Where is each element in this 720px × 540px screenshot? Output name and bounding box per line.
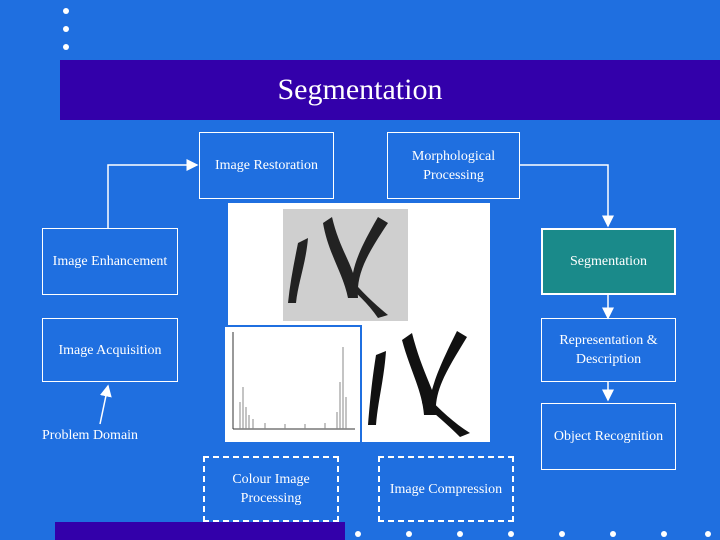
bullet-dot bbox=[63, 8, 69, 14]
original-image bbox=[283, 209, 408, 321]
bullet-dot bbox=[457, 531, 463, 537]
arrow-problem-to-acquisition bbox=[99, 384, 112, 425]
bullet-dot bbox=[355, 531, 361, 537]
histogram-panel bbox=[225, 327, 360, 442]
bullet-dot bbox=[63, 26, 69, 32]
representation-description-box: Representation & Description bbox=[541, 318, 676, 382]
object-recognition-box: Object Recognition bbox=[541, 403, 676, 470]
image-compression-label: Image Compression bbox=[389, 481, 503, 497]
arrow-morphological-to-segmentation bbox=[520, 164, 614, 228]
segmented-image-panel bbox=[362, 325, 490, 442]
colour-image-processing-label: Colour Image Processing bbox=[232, 472, 310, 506]
bullet-dot bbox=[406, 531, 412, 537]
bullet-dot bbox=[661, 531, 667, 537]
colour-image-processing-box: Colour Image Processing bbox=[203, 456, 339, 522]
image-acquisition-label: Image Acquisition bbox=[58, 342, 162, 358]
image-compression-box: Image Compression bbox=[378, 456, 514, 522]
morphological-processing-label: Morphological Processing bbox=[411, 148, 496, 183]
morphological-processing-box: Morphological Processing bbox=[387, 132, 520, 199]
segmentation-image-panel bbox=[228, 203, 490, 325]
title-band bbox=[60, 60, 720, 120]
bullet-dot bbox=[610, 531, 616, 537]
representation-description-label: Representation & Description bbox=[559, 333, 658, 367]
bullet-dot bbox=[508, 531, 514, 537]
image-enhancement-label: Image Enhancement bbox=[52, 254, 168, 269]
page-title: Segmentation bbox=[277, 73, 443, 106]
bullet-dot bbox=[559, 531, 565, 537]
object-recognition-label: Object Recognition bbox=[553, 429, 664, 444]
problem-domain-label: Problem Domain bbox=[42, 428, 139, 443]
bottom-band bbox=[55, 522, 345, 540]
image-restoration-box: Image Restoration bbox=[199, 132, 334, 199]
segmentation-box: Segmentation bbox=[541, 228, 676, 295]
arrow-enhancement-to-restoration bbox=[107, 159, 199, 228]
segmentation-label: Segmentation bbox=[570, 254, 647, 269]
segmented-image bbox=[368, 331, 470, 437]
histogram-image bbox=[232, 332, 355, 430]
bullet-dot bbox=[705, 531, 711, 537]
bullet-dot bbox=[63, 44, 69, 50]
image-restoration-label: Image Restoration bbox=[214, 158, 319, 173]
image-acquisition-box: Image Acquisition bbox=[42, 318, 178, 382]
image-enhancement-box: Image Enhancement bbox=[42, 228, 178, 295]
